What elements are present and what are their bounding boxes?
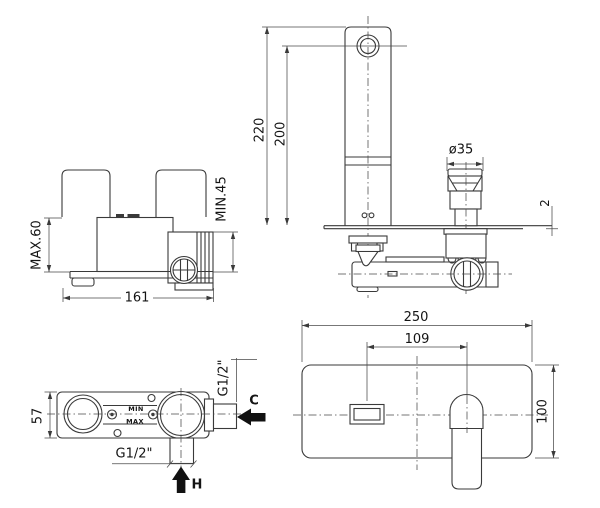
arrowhead bbox=[551, 365, 556, 372]
arrowhead bbox=[367, 344, 374, 350]
protection-cap-right bbox=[155, 169, 207, 217]
handle-flange-nut bbox=[443, 228, 488, 235]
arrowhead bbox=[476, 161, 483, 167]
arrowhead bbox=[47, 431, 53, 438]
gauge-screw bbox=[147, 409, 159, 420]
dim-109-label: 109 bbox=[405, 332, 430, 347]
fixing-hole bbox=[113, 428, 122, 438]
valve-slot bbox=[173, 259, 195, 281]
handle-band-detail bbox=[447, 175, 483, 192]
dim-100-label: 100 bbox=[536, 399, 551, 424]
dim-161-label: 161 bbox=[125, 291, 150, 306]
dim-2-line bbox=[546, 206, 558, 236]
spout-cone-fitting bbox=[357, 250, 380, 267]
spout-flange-nut bbox=[348, 235, 388, 244]
spout-screw bbox=[368, 212, 375, 219]
handle-lever bbox=[451, 427, 483, 490]
handle-dome bbox=[449, 393, 484, 430]
marking-min: MIN bbox=[128, 405, 144, 413]
cold-port-label: C bbox=[249, 394, 259, 409]
arrowhead bbox=[264, 27, 270, 34]
dim-min45-ext bbox=[213, 231, 238, 273]
dim-161-ext bbox=[62, 288, 214, 302]
spout-screw bbox=[361, 212, 368, 219]
body-tab bbox=[116, 214, 124, 218]
arrowhead bbox=[460, 344, 467, 350]
gauge-screw bbox=[106, 409, 118, 420]
gauge-screw-dot bbox=[151, 412, 155, 417]
dim-min45-label: MIN.45 bbox=[215, 176, 230, 221]
view-rough-in-side: MAX.60 MIN.45 161 bbox=[30, 169, 238, 306]
arrowhead bbox=[302, 323, 309, 328]
hot-inlet-pipe bbox=[169, 437, 195, 465]
base-foot bbox=[71, 277, 95, 287]
body-right-block bbox=[485, 261, 499, 288]
dim-220-label: 220 bbox=[253, 118, 268, 143]
wall-plate-edge bbox=[323, 225, 552, 230]
tube-foot bbox=[356, 286, 379, 293]
view-faucet-side: ø35 220 200 2 bbox=[253, 16, 558, 298]
arrowhead bbox=[230, 232, 236, 239]
handle-cap bbox=[447, 168, 483, 177]
arrowhead bbox=[206, 295, 214, 301]
dim-max60-ext bbox=[44, 217, 70, 273]
arrowhead bbox=[447, 161, 454, 167]
depth-gauge-band bbox=[103, 404, 157, 425]
dim-d35-label: ø35 bbox=[449, 143, 474, 158]
dim-250-label: 250 bbox=[404, 310, 429, 325]
dim-57-ext bbox=[44, 391, 57, 439]
cold-flow-arrow bbox=[237, 408, 266, 426]
cold-thread-leader bbox=[231, 358, 257, 402]
spout-neck bbox=[355, 244, 381, 253]
hot-thread-leader bbox=[112, 460, 197, 468]
arrowhead bbox=[47, 392, 53, 399]
handle-body bbox=[449, 190, 482, 210]
dim-57-label: 57 bbox=[31, 408, 46, 425]
arrowhead bbox=[230, 265, 236, 272]
protection-cap-left bbox=[61, 169, 111, 217]
hot-flow-arrow bbox=[172, 466, 190, 493]
cold-inlet-flange bbox=[203, 398, 215, 432]
arrowhead bbox=[264, 218, 270, 225]
body-block bbox=[96, 216, 174, 273]
fixing-hole bbox=[147, 393, 156, 403]
spout-outlet-escutcheon bbox=[349, 403, 385, 425]
arrowhead bbox=[46, 265, 52, 272]
arrowhead bbox=[63, 295, 70, 301]
arrowhead bbox=[284, 46, 290, 53]
hot-thread-label: G1/2" bbox=[116, 447, 153, 462]
dim-max60-label: MAX.60 bbox=[30, 220, 45, 270]
gauge-screw-dot bbox=[110, 412, 114, 417]
body-tab bbox=[127, 214, 140, 218]
housing-step bbox=[174, 282, 214, 291]
housing-ridges bbox=[196, 232, 210, 283]
cold-inlet-pipe bbox=[212, 403, 238, 430]
view-plate-front: 250 109 100 bbox=[293, 310, 559, 490]
dim-2-label: 2 bbox=[538, 199, 552, 207]
label-mask bbox=[121, 291, 153, 305]
view-rough-in-front: MIN MAX 57 G1/2" C G1/2" H bbox=[31, 358, 266, 493]
spout-outlet-slot bbox=[353, 407, 381, 421]
arrowhead bbox=[46, 218, 52, 225]
handle-lock-nut bbox=[445, 233, 487, 259]
arrowhead bbox=[284, 218, 290, 225]
hot-port-label: H bbox=[192, 478, 203, 493]
dim-100-ext bbox=[535, 364, 559, 459]
arrowhead bbox=[525, 323, 532, 328]
cold-thread-label: G1/2" bbox=[217, 360, 232, 397]
tube-top-bar bbox=[385, 256, 445, 263]
valve-circle-inner bbox=[172, 258, 196, 282]
marking-max: MAX bbox=[126, 418, 144, 426]
dim-200-label: 200 bbox=[274, 122, 289, 147]
arrowhead bbox=[551, 451, 556, 458]
dim-250-ext bbox=[301, 320, 533, 362]
